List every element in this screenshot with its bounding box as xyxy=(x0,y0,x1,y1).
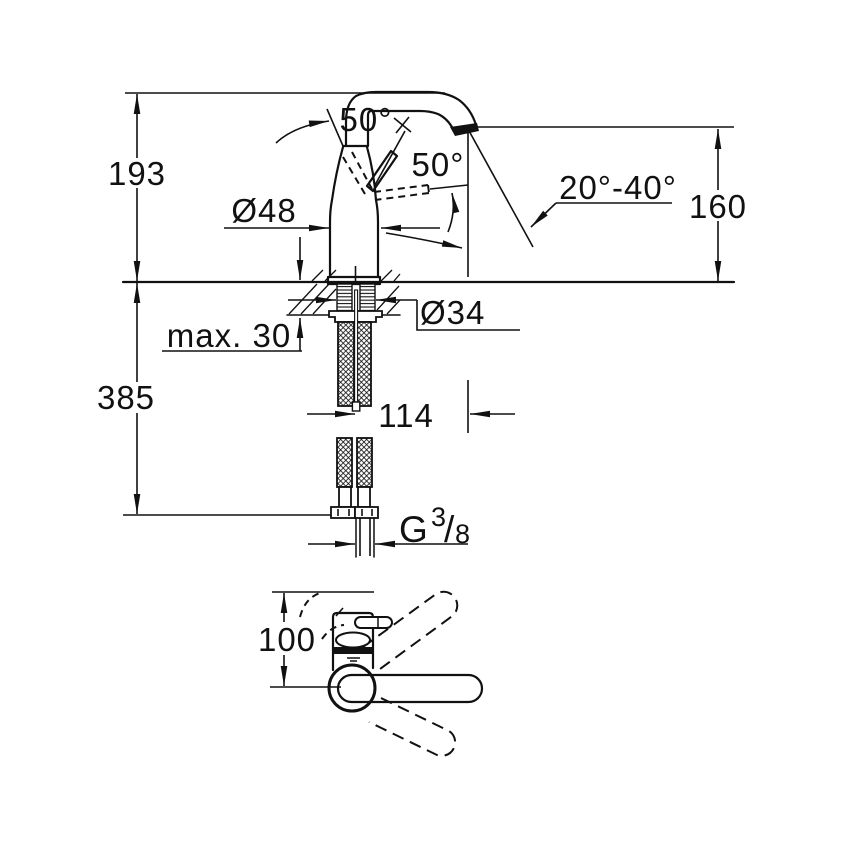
connection-nut-left xyxy=(330,506,356,519)
lever-swing-down xyxy=(368,697,457,757)
dim-lever-swing-angle-label: 50° xyxy=(412,146,465,183)
body-left-edge xyxy=(328,145,345,279)
top-view-dimensions: 100 xyxy=(254,591,374,688)
top-view: 100 xyxy=(254,590,484,757)
lever-closed-axis-line xyxy=(429,184,469,190)
mounting-and-hoses xyxy=(328,283,383,558)
lever-plan-solid xyxy=(336,673,484,704)
hatch-line xyxy=(376,285,400,311)
dim-2040-leader xyxy=(530,202,557,228)
threaded-shank-left xyxy=(336,283,353,312)
dim-34-leader xyxy=(416,300,520,331)
side-view: 193 385 Ø48 50° 50° 20°-40° 160 Ø34 max.… xyxy=(88,90,750,558)
dim-spout-reach-label: 114 xyxy=(378,397,434,434)
thread-prefix: G xyxy=(399,509,429,550)
lever-group xyxy=(326,108,469,249)
pop-up-rod xyxy=(354,289,359,403)
lever-swing-up xyxy=(362,590,459,670)
label-bg xyxy=(104,158,170,188)
lever-open-position xyxy=(365,149,399,193)
nut-facet-lines xyxy=(337,509,373,516)
dim-50-top-leader xyxy=(275,120,330,144)
plan-body-marks xyxy=(347,657,360,662)
dim-thread-label: G 3 / 8 xyxy=(399,502,471,550)
pivot-cross-marker xyxy=(393,116,412,134)
label-bg xyxy=(688,190,750,221)
thread-numerator: 3 xyxy=(431,502,447,532)
dim-below-deck-label: 385 xyxy=(97,379,155,416)
spray-angle-line xyxy=(467,128,534,248)
lever-hub-circle xyxy=(327,663,377,713)
threaded-shank-right xyxy=(359,283,376,312)
label-bg xyxy=(254,622,320,655)
connection-tube-inner xyxy=(359,518,371,556)
dim-spray-angle-label: 20°-40° xyxy=(559,169,677,206)
dim-total-height-label: 193 xyxy=(108,155,166,192)
dim-base-diameter-label: Ø48 xyxy=(231,192,296,229)
spout-swivel-dash xyxy=(299,592,321,618)
thread-denominator: 8 xyxy=(455,519,471,549)
spout xyxy=(344,90,479,148)
body-right-edge xyxy=(365,145,380,279)
side-view-labels: 193 385 Ø48 50° 50° 20°-40° 160 Ø34 max.… xyxy=(88,101,750,550)
connection-tube-outer xyxy=(355,517,375,558)
lever-closed-position xyxy=(373,184,430,201)
dim-lever-open-angle-label: 50° xyxy=(340,101,393,138)
hose-right-upper xyxy=(355,321,372,407)
hose-crimp-left xyxy=(338,486,352,508)
dim-max-deck-label: max. 30 xyxy=(167,317,291,354)
lever-axis-line xyxy=(374,130,406,186)
plan-body-tick xyxy=(335,607,344,617)
lever-angle-reference-stub xyxy=(326,108,344,147)
connection-nut-right xyxy=(354,506,379,519)
hatch-line xyxy=(288,283,318,315)
hose-left-lower xyxy=(336,437,353,488)
plan-body-band xyxy=(334,647,373,654)
pop-up-rod-end xyxy=(351,401,361,412)
hatch-line xyxy=(311,269,324,282)
hatch-line xyxy=(300,283,330,315)
lever-pin xyxy=(354,616,393,629)
swivel-arc xyxy=(385,232,463,249)
hose-right-lower xyxy=(356,437,373,488)
hatch-line xyxy=(393,273,401,282)
hose-crimp-right xyxy=(357,486,371,508)
hose-left-upper xyxy=(337,321,355,407)
lever-hidden-line xyxy=(342,156,366,195)
thread-slash: / xyxy=(444,509,455,550)
base-plinth xyxy=(326,275,382,286)
spout-mouth xyxy=(450,123,479,136)
hatch-line xyxy=(380,269,393,282)
dim-spout-height-label: 160 xyxy=(689,188,747,225)
lever-angle-arc xyxy=(447,192,460,233)
dim-lever-clearance-label: 100 xyxy=(258,621,316,658)
plan-body-outline xyxy=(331,611,375,672)
hatch-line xyxy=(386,299,401,315)
dim-hole-diameter-label: Ø34 xyxy=(420,294,485,331)
plan-dome xyxy=(335,631,371,649)
faucet-plan-body xyxy=(327,607,484,713)
label-bg xyxy=(88,382,164,413)
